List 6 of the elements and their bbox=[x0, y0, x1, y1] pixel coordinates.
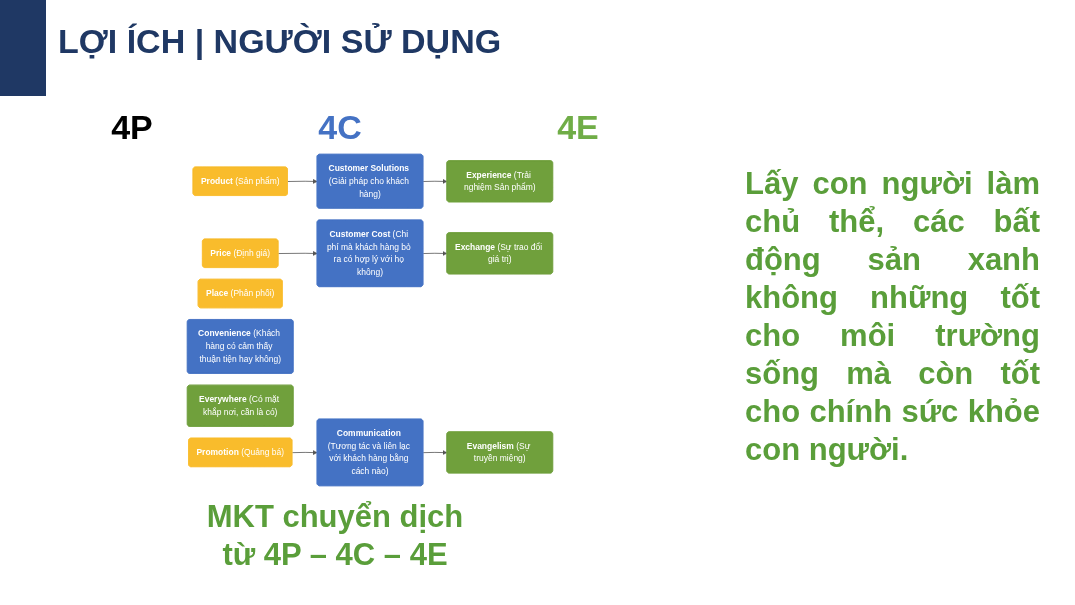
caption: MKT chuyển dịch từ 4P – 4C – 4E bbox=[205, 498, 465, 574]
slide-title: LỢI ÍCH | NGƯỜI SỬ DỤNG bbox=[58, 22, 502, 61]
note-text: Lấy con người làm chủ thể, các bất động sản xanh không những tốt cho môi trường sống mà còn tốt cho chính sức khỏe con người. bbox=[745, 165, 1040, 469]
column-heading: 4C bbox=[317, 108, 363, 147]
column-heading: 4P bbox=[110, 108, 154, 147]
column-heading: 4E bbox=[556, 108, 600, 147]
